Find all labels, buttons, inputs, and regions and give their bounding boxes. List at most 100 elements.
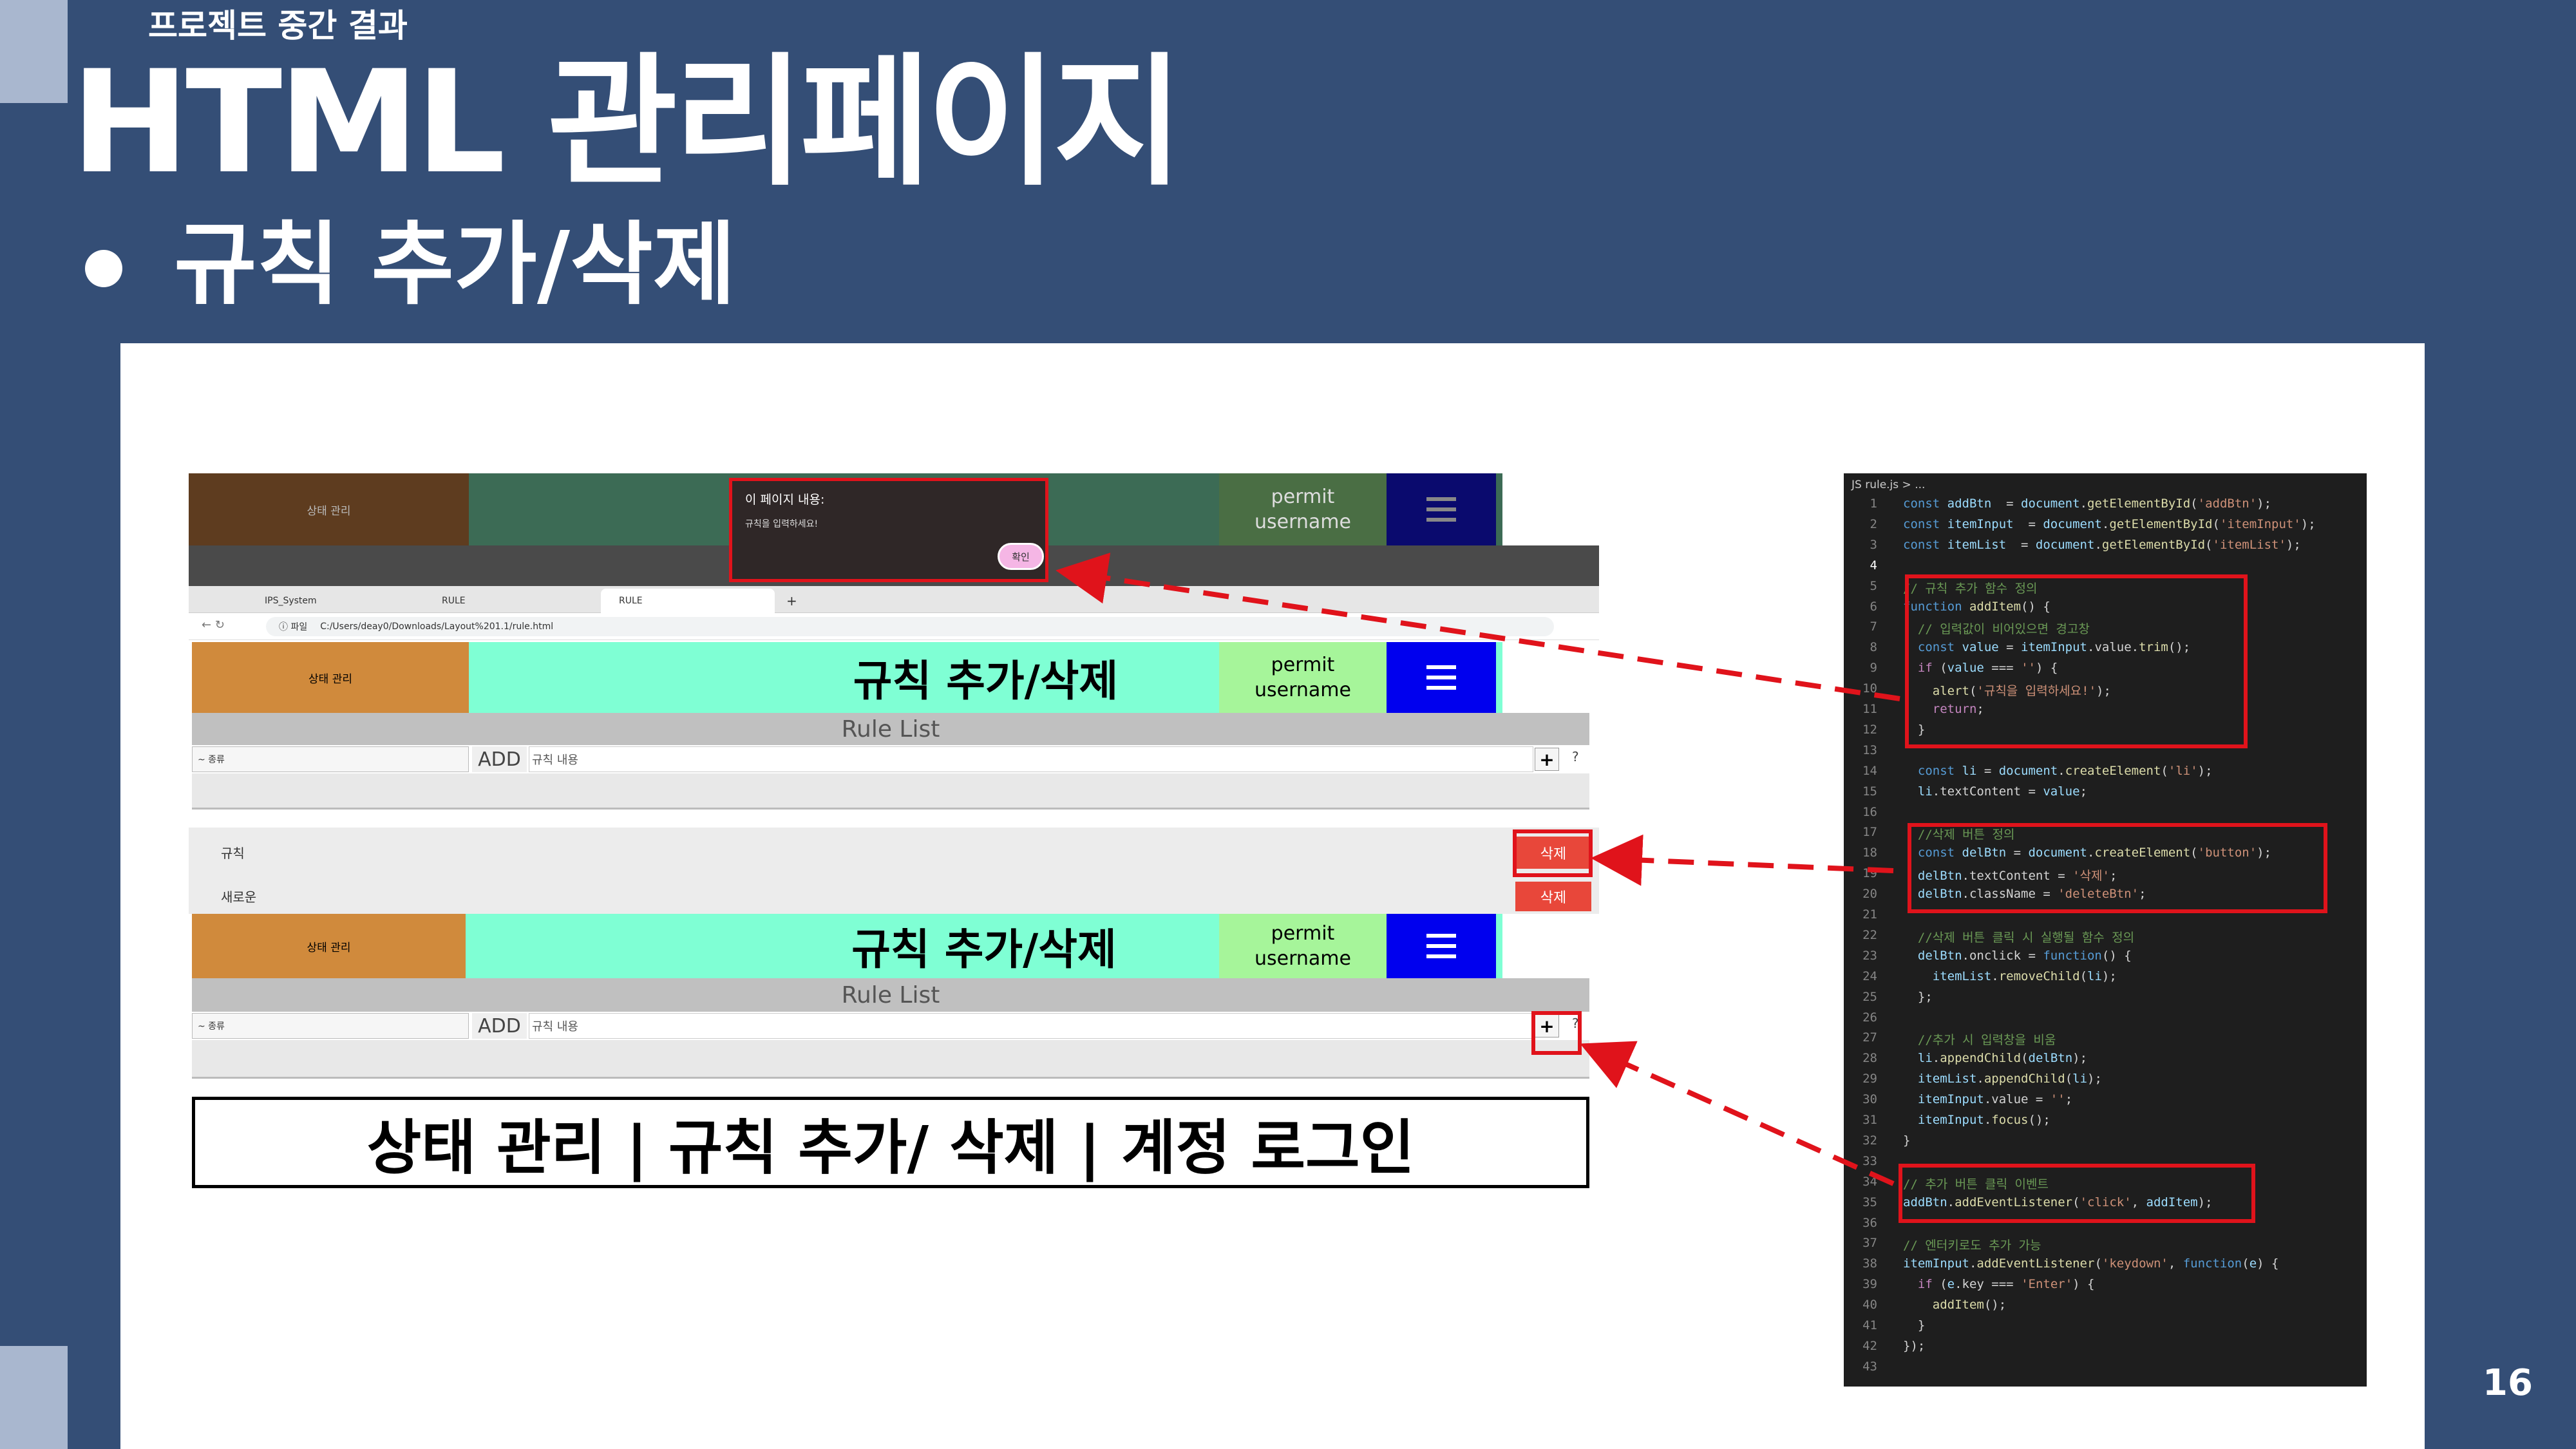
highlight-add-function [1905,574,2248,748]
spacer-bar-2 [192,1040,1589,1079]
code-line: 3 const itemList = document.getElementByI… [1844,538,2367,558]
address-prefix: ⓘ 파일 [279,622,308,632]
highlight-delete-button-code [1908,823,2327,913]
permit-cell-2: permit username [1219,914,1387,978]
line-number: 40 [1862,1298,1877,1312]
permit-cell-dim: permit username [1219,473,1387,545]
line-number: 42 [1862,1338,1877,1353]
delete-rule-button[interactable]: 삭제 [1515,837,1591,869]
code-text: function addItem() { [1903,599,2050,614]
rule-input-row: ~ 종류 ADD 규칙 내용 + ? [189,745,1599,773]
line-number: 38 [1862,1256,1877,1271]
code-text: const itemInput = document.getElementByI… [1903,516,2316,531]
status-manage-cell-2[interactable]: 상태 관리 [192,914,466,978]
code-text: itemInput.focus(); [1903,1113,2050,1127]
rule-type-select[interactable]: ~ 종류 [192,1013,469,1039]
code-text: // 입력값이 비어있으면 경고창 [1903,622,2090,637]
code-line: 16 [1844,805,2367,826]
status-manage-cell[interactable]: 상태 관리 [192,642,469,713]
bullet-dot-icon [85,250,122,287]
line-number: 28 [1862,1051,1877,1066]
line-number: 34 [1862,1174,1877,1189]
line-number: 24 [1862,969,1877,983]
code-line: 39 if (e.key === 'Enter') { [1844,1277,2367,1298]
corner-decoration-bottom [0,1346,68,1449]
line-number: 13 [1862,743,1877,757]
line-number: 20 [1862,887,1877,902]
code-line: 42}); [1844,1339,2367,1359]
code-text: //삭제 버튼 정의 [1903,828,2015,842]
tab-label: RULE [442,596,466,606]
username-label: username [1255,947,1351,970]
code-text: }); [1903,1338,1926,1353]
code-line: 2 const itemInput = document.getElementBy… [1844,517,2367,538]
code-text: const li = document.createElement('li'); [1903,763,2213,778]
permit-label: permit [1271,922,1335,945]
code-text: const itemList = document.getElementById… [1903,537,2301,552]
line-number: 26 [1862,1010,1877,1025]
browser-tab-rule-1[interactable]: RULE [424,589,598,613]
code-text: const delBtn = document.createElement('b… [1903,846,2272,860]
browser-tab-rule-active[interactable]: RULE [601,589,775,613]
line-number: 30 [1862,1092,1877,1107]
browser-address-bar: ← ↻ ⓘ 파일 C:/Users/deay0/Downloads/Layout… [189,613,1599,640]
bullet-heading: 규칙 추가/삭제 [174,213,736,317]
address-input[interactable]: ⓘ 파일 C:/Users/deay0/Downloads/Layout%201… [266,617,1554,636]
line-number: 31 [1862,1113,1877,1127]
delete-rule-button[interactable]: 삭제 [1515,882,1591,911]
line-number: 41 [1862,1318,1877,1332]
code-text: }; [1903,989,1933,1004]
rule-content-input[interactable]: 규칙 내용 [529,746,1533,772]
menu-cell-dim [1387,473,1496,545]
permit-label: permit [1271,654,1335,676]
line-number: 35 [1862,1195,1877,1209]
hamburger-menu-icon [1426,665,1456,690]
code-line: 43 [1844,1359,2367,1380]
menu-cell[interactable] [1387,642,1496,713]
new-tab-plus-icon[interactable]: + [786,593,797,609]
code-text: li.textContent = value; [1903,784,2088,799]
code-line: 13 [1844,743,2367,764]
line-number: 29 [1862,1072,1877,1086]
code-text: itemList.removeChild(li); [1903,969,2117,983]
add-label: ADD [472,1013,527,1039]
line-number: 23 [1862,948,1877,963]
menu-cell-2[interactable] [1387,914,1496,978]
add-label: ADD [472,746,527,772]
line-number: 5 [1870,578,1877,593]
code-text: if (value === '') { [1903,661,2058,676]
line-number: 1 [1870,497,1877,511]
rule-type-select[interactable]: ~ 종류 [192,746,469,772]
rule-content-input[interactable]: 규칙 내용 [529,1013,1533,1039]
spacer-bar [192,773,1589,810]
rule-list-item: 새로운 삭제 [189,875,1599,914]
code-text: return; [1903,702,1984,716]
alert-ok-button[interactable]: 확인 [998,543,1044,570]
line-number: 17 [1862,825,1877,840]
code-line: 11 return; [1844,702,2367,723]
line-number: 12 [1862,722,1877,737]
code-text: // 엔터키로도 추가 가능 [1903,1238,2041,1253]
line-number: 15 [1862,784,1877,799]
line-number: 3 [1870,537,1877,552]
browser-tab-ips[interactable]: IPS_System [247,589,421,613]
help-mark: ? [1572,1016,1579,1031]
code-line: 29 itemList.appendChild(li); [1844,1072,2367,1092]
code-line: 22 //삭제 버튼 클릭 시 실행될 함수 정의 [1844,928,2367,949]
rule-list-bar: Rule List [192,713,1589,745]
line-number: 36 [1862,1215,1877,1230]
line-number: 2 [1870,516,1877,531]
back-refresh-icon[interactable]: ← ↻ [202,618,225,632]
code-text: //추가 시 입력창을 비움 [1903,1033,2056,1048]
add-rule-button[interactable]: + [1535,748,1559,771]
highlight-add-button [1531,1011,1582,1055]
rule-page-screenshot: 상태 관리 permit username IPS_System RULE RU… [189,473,1599,1188]
username-label: username [1255,679,1351,701]
line-number: 33 [1862,1153,1877,1168]
rule-list-item: 규칙 삭제 [189,828,1599,875]
status-manage-cell-dim: 상태 관리 [189,473,469,545]
line-number: 7 [1870,620,1877,634]
